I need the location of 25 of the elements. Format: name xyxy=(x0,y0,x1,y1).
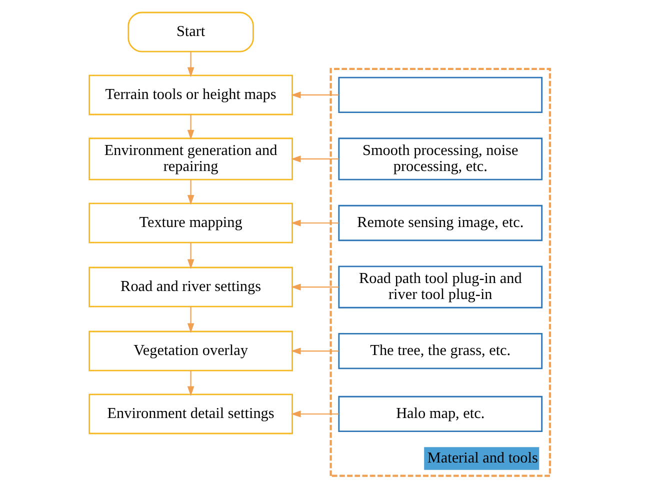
arrow xyxy=(187,180,194,205)
node-box: Texture mapping xyxy=(88,202,293,244)
node-box: The tree, the grass, etc. xyxy=(338,332,543,370)
arrow xyxy=(291,220,339,226)
node-box: Smooth processing, noise processing, etc. xyxy=(338,138,543,180)
arrow xyxy=(187,242,194,270)
arrow xyxy=(291,156,339,162)
node-box: Halo map, etc. xyxy=(338,396,543,432)
arrow xyxy=(187,370,194,396)
arrow xyxy=(187,114,194,140)
node-box: Environment detail settings xyxy=(88,394,293,434)
node-box: Road path tool plug-in and river tool plug-in xyxy=(338,266,543,308)
arrow xyxy=(291,92,339,98)
arrow xyxy=(291,284,339,290)
node-box: Remote sensing image, etc. xyxy=(338,204,543,242)
arrow xyxy=(187,306,194,334)
node-box: Start xyxy=(128,12,254,52)
node-box: Road and river settings xyxy=(88,266,293,308)
arrow xyxy=(291,348,339,354)
node-box: Vegetation overlay xyxy=(88,330,293,372)
node-box: Terrain tools or height maps xyxy=(88,74,293,116)
arrow xyxy=(291,410,339,418)
node-box xyxy=(338,76,543,114)
node-box: Environment generation and repairing xyxy=(88,138,293,180)
arrow xyxy=(187,52,194,78)
